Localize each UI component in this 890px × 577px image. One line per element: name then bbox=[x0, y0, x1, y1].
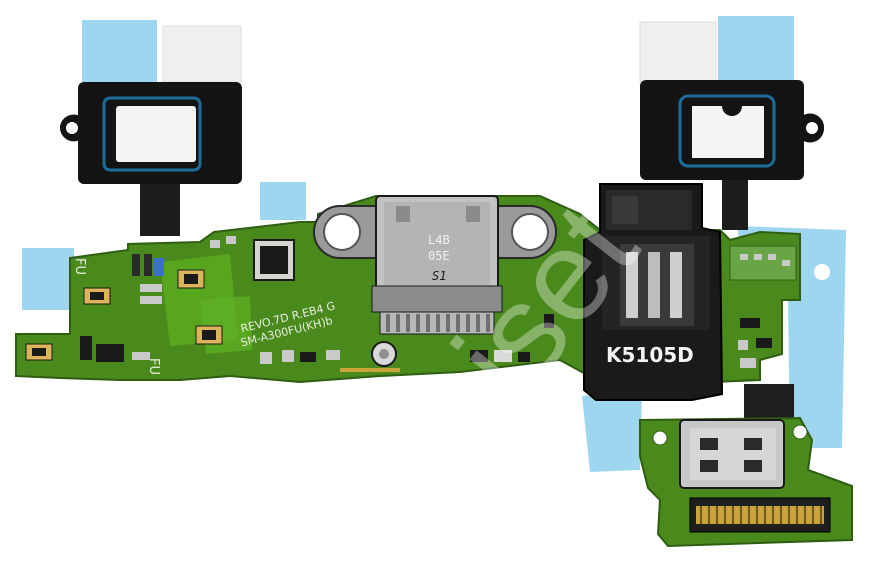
left-sensor-bracket bbox=[59, 82, 242, 236]
usb-chip-line3: S1 bbox=[432, 269, 446, 283]
tape-blue-left-top bbox=[82, 20, 157, 82]
left-sensor-window bbox=[116, 106, 196, 162]
right-sensor-bracket bbox=[640, 80, 825, 230]
tape-blue-mid bbox=[260, 182, 306, 220]
usb-chip-line2: 05E bbox=[428, 249, 450, 263]
fu-mark-left: FU bbox=[72, 258, 87, 275]
usb-mount-hole-left bbox=[323, 213, 361, 251]
right-flex-stem bbox=[722, 180, 748, 230]
tape-blue-left bbox=[22, 248, 74, 310]
usb-charging-port: L4B 05E S1 bbox=[313, 195, 557, 335]
left-mount-hole bbox=[66, 122, 78, 134]
headphone-jack: K5105D bbox=[583, 183, 724, 401]
right-mount-hole bbox=[806, 122, 818, 134]
left-flex-stem bbox=[140, 184, 180, 236]
tape-white-left-top bbox=[162, 25, 242, 83]
tape-blue-right-top bbox=[718, 16, 794, 80]
tape-blue-lower bbox=[582, 390, 642, 472]
usb-mount-hole-right bbox=[511, 213, 549, 251]
smd-components bbox=[25, 236, 797, 372]
tape-white-right-top bbox=[639, 21, 717, 83]
jack-label: K5105D bbox=[606, 343, 694, 367]
fu-mark-lower: FU bbox=[146, 358, 161, 375]
lower-flex-assembly bbox=[639, 384, 853, 548]
right-sensor-window bbox=[692, 106, 764, 158]
tape-hole bbox=[814, 264, 830, 280]
usb-chip-line1: L4B bbox=[428, 233, 450, 247]
